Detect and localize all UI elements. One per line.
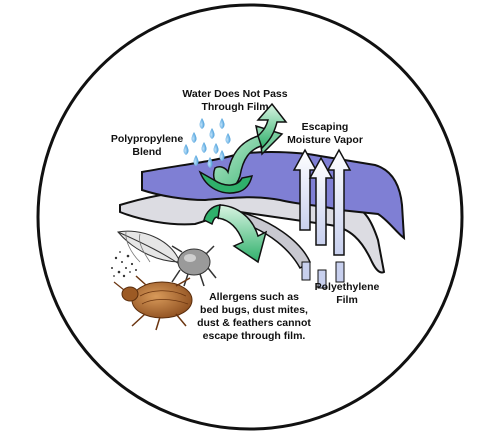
moisture-label-line1: Escaping <box>302 121 349 133</box>
water-repel-arrow-tail <box>198 170 254 194</box>
polypropylene-label: Polypropylene Blend <box>111 133 184 158</box>
polypropylene-label-line1: Polypropylene <box>111 133 184 145</box>
allergen-label: Allergens such as bed bugs, dust mites, … <box>197 291 311 342</box>
allergen-label-line4: escape through film. <box>203 330 306 342</box>
polyethylene-label-line1: Polyethylene <box>315 281 380 293</box>
allergen-label-line2: bed bugs, dust mites, <box>200 304 308 316</box>
water-label: Water Does Not Pass Through Film <box>182 88 287 113</box>
vapor-arrows <box>292 148 352 289</box>
vapor-arrow-icon <box>292 148 318 231</box>
polyethylene-label: Polyethylene Film <box>315 281 380 306</box>
water-label-line2: Through Film <box>201 101 268 113</box>
water-drop-icon <box>191 132 197 143</box>
dust-icon <box>111 251 137 278</box>
water-drops <box>183 118 231 168</box>
water-drop-icon <box>199 118 205 129</box>
polypropylene-label-line2: Blend <box>132 146 161 158</box>
polyethylene-label-line2: Film <box>336 294 358 306</box>
bed-bug-icon <box>113 275 193 331</box>
allergen-label-line1: Allergens such as <box>209 291 299 303</box>
vapor-arrow-icon <box>326 148 352 256</box>
water-drop-icon <box>207 157 213 168</box>
water-drop-icon <box>213 143 219 154</box>
vapor-arrow-stub <box>301 261 311 281</box>
water-drop-icon <box>193 155 199 166</box>
dust-mite-icon <box>171 245 217 287</box>
water-drop-icon <box>209 128 215 139</box>
allergen-block-arrow-icon <box>217 204 268 264</box>
vapor-arrow-icon <box>308 156 334 246</box>
allergen-label-line3: dust & feathers cannot <box>197 317 311 329</box>
water-drop-icon <box>219 150 225 161</box>
moisture-label-line2: Moisture Vapor <box>287 134 363 146</box>
water-drop-icon <box>183 144 189 155</box>
green-arrow-icon <box>256 102 288 150</box>
vapor-arrow-stub <box>317 269 327 289</box>
water-label-line1: Water Does Not Pass <box>182 88 287 100</box>
water-drop-icon <box>219 118 225 129</box>
moisture-label: Escaping Moisture Vapor <box>287 121 363 146</box>
water-drop-icon <box>201 142 207 153</box>
vapor-arrow-stub <box>335 261 345 283</box>
water-drop-icon <box>225 133 231 144</box>
allergen-block-arrow-tail <box>203 204 221 226</box>
